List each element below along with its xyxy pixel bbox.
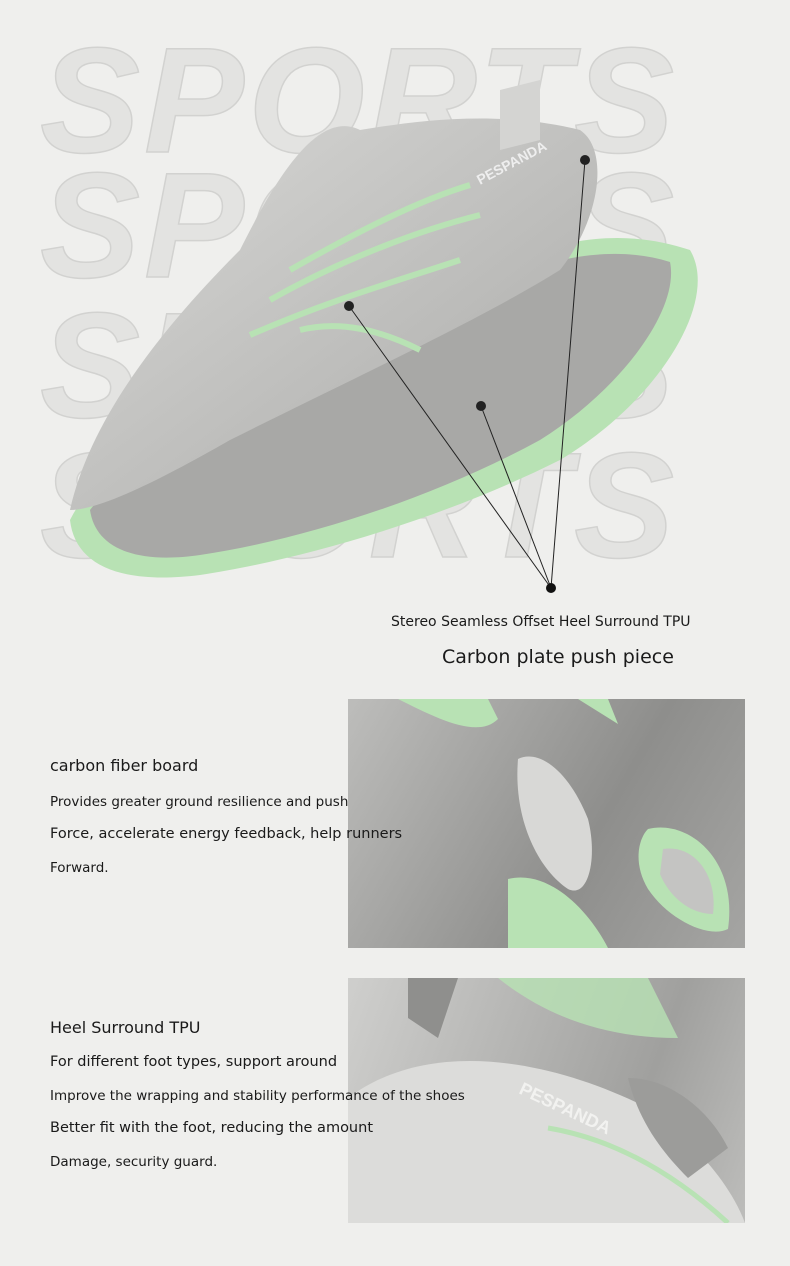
carbon-line-1: Provides greater ground resilience and p… — [50, 794, 349, 810]
carbon-plate-closeup-image — [348, 699, 745, 948]
callout-anchor-dot — [546, 583, 556, 593]
heel-section-title: Heel Surround TPU — [50, 1018, 201, 1037]
shoe-hero-image: PESPANDA — [70, 80, 698, 593]
heel-line-3: Better fit with the foot, reducing the a… — [50, 1120, 374, 1136]
heel-line-4: Damage, security guard. — [50, 1154, 218, 1170]
callout-dot — [344, 301, 354, 311]
callout-heel-tpu: Stereo Seamless Offset Heel Surround TPU — [391, 614, 691, 630]
heel-line-1: For different foot types, support around — [50, 1054, 338, 1070]
carbon-line-3: Forward. — [50, 860, 109, 876]
callout-dot — [580, 155, 590, 165]
callout-dot — [476, 401, 486, 411]
carbon-section-title: carbon fiber board — [50, 756, 199, 775]
carbon-line-2: Force, accelerate energy feedback, help … — [50, 826, 403, 842]
heel-line-2: Improve the wrapping and stability perfo… — [50, 1088, 465, 1104]
heel-tpu-closeup-image: PESPANDA — [348, 978, 745, 1223]
callout-carbon-plate: Carbon plate push piece — [442, 646, 674, 668]
